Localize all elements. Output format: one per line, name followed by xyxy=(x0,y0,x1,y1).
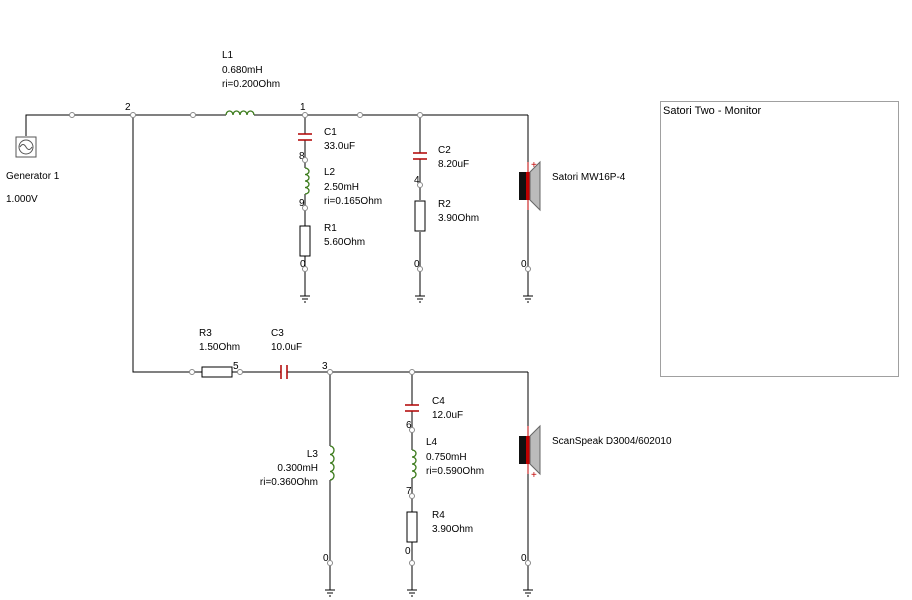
resistor-r2[interactable] xyxy=(414,200,426,232)
node-label-gnd-r1: 0 xyxy=(300,259,306,270)
generator-name: Generator 1 xyxy=(6,171,60,182)
ground-icon xyxy=(523,295,533,303)
node-dot[interactable] xyxy=(417,266,423,272)
c1-value: 33.0uF xyxy=(324,141,355,152)
monitor-panel[interactable]: Satori Two - Monitor xyxy=(660,101,899,377)
node-dot[interactable] xyxy=(417,112,423,118)
r3-value: 1.50Ohm xyxy=(199,342,240,353)
node-dot[interactable] xyxy=(417,182,423,188)
inductor-l1[interactable] xyxy=(225,110,255,116)
l3-ri: ri=0.360Ohm xyxy=(260,477,318,488)
r1-value: 5.60Ohm xyxy=(324,237,365,248)
node-label-1: 1 xyxy=(300,102,306,113)
node-label-5: 5 xyxy=(233,361,239,372)
node-dot[interactable] xyxy=(327,369,333,375)
ground-icon xyxy=(300,295,310,303)
inductor-l3[interactable] xyxy=(329,445,335,481)
resistor-r4[interactable] xyxy=(406,511,418,543)
l1-value: 0.680mH xyxy=(222,65,263,76)
node-dot[interactable] xyxy=(357,112,363,118)
speaker-woofer-icon[interactable] xyxy=(519,160,541,212)
capacitor-c1[interactable] xyxy=(298,133,312,141)
node-dot[interactable] xyxy=(302,157,308,163)
node-label-8: 8 xyxy=(299,151,305,162)
node-dot[interactable] xyxy=(409,560,415,566)
node-label-7: 7 xyxy=(406,486,412,497)
c3-value: 10.0uF xyxy=(271,342,302,353)
node-dot[interactable] xyxy=(237,369,243,375)
ground-icon xyxy=(415,295,425,303)
connection-nodes xyxy=(69,112,531,566)
ground-icon xyxy=(407,589,417,597)
r4-value: 3.90Ohm xyxy=(432,524,473,535)
ground-icon xyxy=(325,589,335,597)
r4-name: R4 xyxy=(432,510,445,521)
node-dot[interactable] xyxy=(302,112,308,118)
woofer-polarity: + xyxy=(531,160,537,171)
node-dot[interactable] xyxy=(302,266,308,272)
node-dot[interactable] xyxy=(130,112,136,118)
r1-name: R1 xyxy=(324,223,337,234)
resistor-r3[interactable] xyxy=(201,366,233,378)
tweeter-name: ScanSpeak D3004/602010 xyxy=(552,436,672,447)
node-label-2: 2 xyxy=(125,102,131,113)
node-dot[interactable] xyxy=(409,427,415,433)
l2-ri: ri=0.165Ohm xyxy=(324,196,382,207)
capacitor-c2[interactable] xyxy=(413,152,427,160)
c4-value: 12.0uF xyxy=(432,410,463,421)
node-label-6: 6 xyxy=(406,420,412,431)
l1-ri: ri=0.200Ohm xyxy=(222,79,280,90)
tweeter-polarity: + xyxy=(531,470,537,481)
wire-node2-down xyxy=(132,115,202,373)
inductor-l2[interactable] xyxy=(304,167,310,195)
monitor-title: Satori Two - Monitor xyxy=(663,105,762,117)
node-dot[interactable] xyxy=(189,369,195,375)
node-dot[interactable] xyxy=(69,112,75,118)
l2-value: 2.50mH xyxy=(324,182,359,193)
generator-symbol[interactable] xyxy=(15,136,37,158)
speaker-tweeter-icon[interactable] xyxy=(519,424,541,476)
c3-name: C3 xyxy=(271,328,284,339)
ground-icon xyxy=(523,589,533,597)
node-dot[interactable] xyxy=(190,112,196,118)
l3-name: L3 xyxy=(307,449,319,460)
capacitor-c4[interactable] xyxy=(405,404,419,412)
node-dot[interactable] xyxy=(409,369,415,375)
node-dot[interactable] xyxy=(302,205,308,211)
c2-name: C2 xyxy=(438,145,451,156)
node-label-9: 9 xyxy=(299,198,305,209)
c2-value: 8.20uF xyxy=(438,159,469,170)
node-label-gnd-l3: 0 xyxy=(323,553,329,564)
node-label-gnd-tweeter: 0 xyxy=(521,553,527,564)
node-dot[interactable] xyxy=(409,493,415,499)
node-label-4: 4 xyxy=(414,175,420,186)
wire-gen-to-node2 xyxy=(25,114,133,136)
l4-name: L4 xyxy=(426,437,438,448)
r3-name: R3 xyxy=(199,328,212,339)
r2-value: 3.90Ohm xyxy=(438,213,479,224)
node-dot[interactable] xyxy=(525,266,531,272)
c1-name: C1 xyxy=(324,127,337,138)
generator-voltage: 1.000V xyxy=(6,194,38,205)
l2-name: L2 xyxy=(324,167,336,178)
node-dot[interactable] xyxy=(525,560,531,566)
node-label-gnd-woofer: 0 xyxy=(521,259,527,270)
l4-value: 0.750mH xyxy=(426,452,467,463)
node-dot[interactable] xyxy=(327,560,333,566)
wires xyxy=(25,114,529,590)
l1-name: L1 xyxy=(222,50,234,61)
inductor-l4[interactable] xyxy=(411,449,417,479)
woofer-name: Satori MW16P-4 xyxy=(552,172,626,183)
node-label-gnd-r2: 0 xyxy=(414,259,420,270)
l3-value: 0.300mH xyxy=(277,463,318,474)
ground-icons xyxy=(300,295,533,597)
node-label-gnd-r4: 0 xyxy=(405,546,411,557)
l4-ri: ri=0.590Ohm xyxy=(426,466,484,477)
r2-name: R2 xyxy=(438,199,451,210)
resistor-r1[interactable] xyxy=(299,225,311,257)
capacitor-c3[interactable] xyxy=(280,365,288,379)
node-label-3: 3 xyxy=(322,361,328,372)
c4-name: C4 xyxy=(432,396,445,407)
